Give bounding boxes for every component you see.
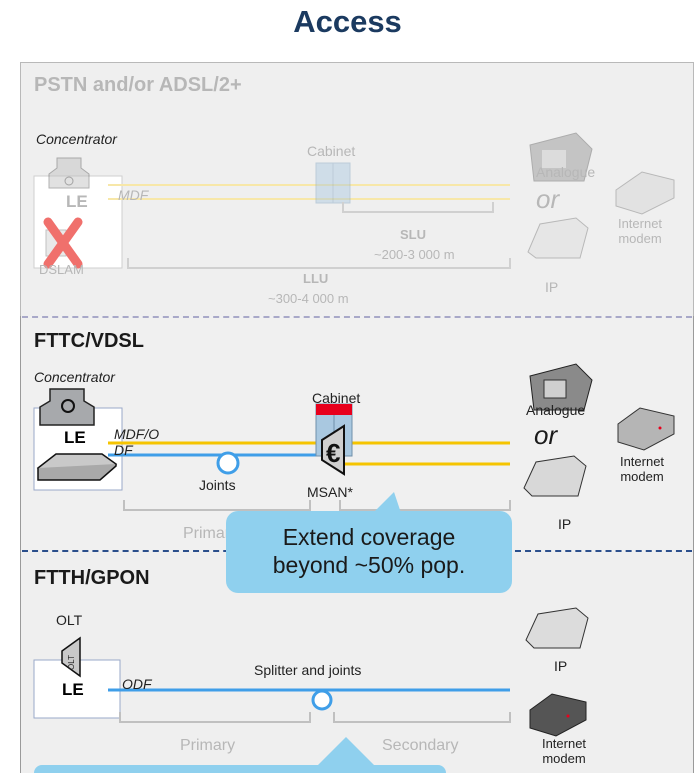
callout-pointer <box>310 737 382 773</box>
dslam-label: DSLAM <box>39 262 84 277</box>
internet-modem-label: Internet modem <box>619 454 665 484</box>
ip-label: IP <box>554 658 568 674</box>
section-divider <box>22 316 692 318</box>
primary-label: Primary <box>180 737 236 754</box>
analogue-label: Analogue <box>526 402 586 418</box>
le-label: LE <box>64 428 86 447</box>
callout-pointer <box>372 492 402 516</box>
ip-label: IP <box>558 516 572 532</box>
llu-bracket <box>127 258 511 269</box>
llu-label: LLU <box>303 271 329 286</box>
ip-phone-icon <box>525 607 589 649</box>
primary-bracket <box>123 500 511 511</box>
cabinet-icon <box>315 162 351 204</box>
internet-modem-icon <box>617 407 675 451</box>
section-heading-pstn: PSTN and/or ADSL/2+ <box>34 74 242 96</box>
page-title: Access <box>293 4 402 39</box>
section-heading-ftth: FTTH/GPON <box>34 567 150 589</box>
internet-modem-label: Internet modem <box>541 736 587 766</box>
olt-icon <box>61 636 81 678</box>
internet-modem-icon <box>615 171 675 215</box>
llu-range-label: ~300-4 000 m <box>268 291 349 306</box>
section-heading-fttc: FTTC/VDSL <box>34 330 144 352</box>
bottom-callout <box>34 765 446 773</box>
ip-label: IP <box>545 279 559 295</box>
internet-modem-label: Internet modem <box>617 216 663 246</box>
concentrator-label: Concentrator <box>36 131 117 147</box>
svg-text:€: € <box>326 438 340 468</box>
olt-icon-label: OLT <box>66 655 76 670</box>
slu-bracket <box>342 202 494 213</box>
ip-phone-icon <box>527 217 589 259</box>
concentrator-label: Concentrator <box>34 369 115 385</box>
cabinet-label: Cabinet <box>307 143 356 159</box>
primary-label: Primary <box>183 525 239 542</box>
copper-line-fttc <box>108 441 510 466</box>
olt-label: OLT <box>56 612 83 628</box>
internet-modem-icon <box>529 693 587 737</box>
msan-icon: € <box>321 424 345 476</box>
analogue-label: Analogue <box>536 164 596 180</box>
switch-icon <box>36 453 118 481</box>
segment-bracket <box>119 712 511 723</box>
msan-label: MSAN* <box>307 484 353 500</box>
concentrator-icon <box>39 388 95 426</box>
or-label: or <box>534 420 558 450</box>
mdf-odf-label: MDF/O DF <box>114 426 160 458</box>
concentrator-icon <box>48 157 90 189</box>
odf-label: ODF <box>122 676 152 692</box>
le-label: LE <box>62 680 84 699</box>
analogue-phone-icon <box>529 132 593 182</box>
disabled-cross-icon <box>43 217 83 269</box>
pstn-panel <box>20 62 694 317</box>
copper-lines-pstn <box>108 184 510 200</box>
coverage-callout: Extend coverage beyond ~50% pop. <box>226 511 512 593</box>
or-label: or <box>536 184 560 214</box>
mdf-label: MDF <box>118 187 149 203</box>
slu-label: SLU <box>400 227 426 242</box>
le-label: LE <box>66 192 88 211</box>
splitter-label: Splitter and joints <box>254 662 362 678</box>
analogue-phone-icon <box>529 363 593 411</box>
secondary-label: Secondary <box>382 737 459 754</box>
joints-label: Joints <box>199 477 236 493</box>
ip-phone-icon <box>523 455 587 497</box>
slu-range-label: ~200-3 000 m <box>374 247 455 262</box>
joint-marker <box>216 451 240 475</box>
cabinet-label: Cabinet <box>312 390 361 406</box>
splitter-marker <box>311 689 333 711</box>
